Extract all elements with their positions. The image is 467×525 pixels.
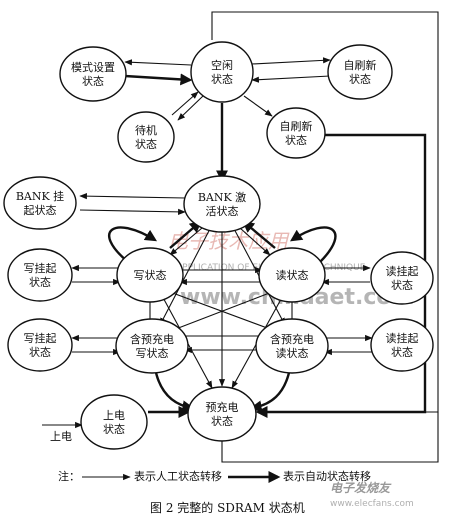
state-standby-label-1: 待机 xyxy=(135,123,157,137)
watermark-logo-url: www.elecfans.com xyxy=(330,499,414,509)
state-read: 读状态 xyxy=(258,247,326,303)
edge-idle-to-standby xyxy=(177,95,204,121)
state-write-suspend-label-1: 写挂起 xyxy=(24,261,57,275)
state-read-suspend2-label-2: 状态 xyxy=(391,345,413,359)
edge-write-loop xyxy=(108,226,158,263)
edge-bankactive-to-suspend xyxy=(79,193,186,200)
power-on-input-label: 上电 xyxy=(50,430,72,443)
edge-read-to-bankactive xyxy=(242,220,276,249)
state-idle-label-1: 空闲 xyxy=(211,58,233,72)
edge-modeset-to-idle xyxy=(124,73,193,86)
state-power-on-label-1: 上电 xyxy=(103,409,125,422)
state-read-suspend-ellipse xyxy=(370,251,434,305)
state-bank-active-ellipse xyxy=(183,175,261,233)
edge-suspend-to-bankactive xyxy=(79,208,186,215)
state-write-precharge-label-1: 含预充电 xyxy=(130,332,174,346)
state-standby-ellipse xyxy=(117,111,175,163)
state-power-on-label-2: 状态 xyxy=(103,422,125,436)
state-write-label-1: 写状态 xyxy=(134,268,167,282)
state-self-refresh-ellipse xyxy=(327,44,393,100)
transition-edges xyxy=(42,11,439,463)
edge-standby-to-idle xyxy=(171,91,199,116)
state-write-suspend2-label-1: 写挂起 xyxy=(24,331,57,345)
state-write-precharge-label-2: 写状态 xyxy=(136,346,169,360)
state-auto-refresh-label-1: 自刷新 xyxy=(280,119,313,133)
state-power-on-ellipse xyxy=(80,394,148,450)
state-idle-label-2: 状态 xyxy=(211,72,233,86)
edge-write-to-rprecharge xyxy=(169,291,279,333)
state-write-suspend-label-2: 状态 xyxy=(29,275,51,289)
state-auto-refresh-ellipse xyxy=(266,107,326,159)
state-standby-label-2: 状态 xyxy=(135,137,157,151)
state-self-refresh-label-1: 自刷新 xyxy=(344,58,377,72)
edge-read-loop xyxy=(289,226,337,263)
state-mode-set-ellipse xyxy=(59,46,127,102)
state-write-suspend-ellipse xyxy=(7,248,73,302)
state-write-suspend2-ellipse xyxy=(7,318,73,372)
state-bank-active-label-2: 活状态 xyxy=(206,204,239,218)
state-read-suspend2-label-1: 读挂起 xyxy=(386,331,419,345)
figure-caption: 图 2 完整的 SDRAM 状态机 xyxy=(150,500,305,515)
state-read-suspend-label-1: 读挂起 xyxy=(386,264,419,278)
legend-auto-label: 表示自动状态转移 xyxy=(283,469,371,483)
edge-rprecharge-to-precharge xyxy=(249,367,292,413)
state-precharge-label-1: 预充电 xyxy=(206,400,239,414)
edge-write-to-bankactive xyxy=(169,220,202,249)
state-bank-suspend-ellipse xyxy=(3,176,77,230)
state-write-ellipse xyxy=(116,247,184,303)
state-read-precharge-ellipse xyxy=(255,318,329,374)
state-idle-ellipse xyxy=(190,41,254,103)
state-write: 写状态 xyxy=(116,247,184,303)
edge-idle-to-autorefresh xyxy=(243,95,273,117)
legend-manual-label: 表示人工状态转移 xyxy=(134,469,222,483)
state-write-suspend2-label-2: 状态 xyxy=(29,345,51,359)
state-bank-active-label-1: BANK 激 xyxy=(198,190,246,204)
state-read-precharge-label-1: 含预充电 xyxy=(270,332,314,346)
state-read-ellipse xyxy=(258,247,326,303)
edge-read-to-wprecharge xyxy=(167,291,273,333)
legend-note: 注： xyxy=(58,469,80,483)
state-auto-refresh-label-2: 状态 xyxy=(285,133,307,147)
edge-idle-to-modeset xyxy=(124,59,192,66)
state-mode-set-label-1: 模式设置 xyxy=(71,61,115,74)
legend: 注： 表示人工状态转移 表示自动状态转移 xyxy=(58,469,371,483)
state-write-precharge-ellipse xyxy=(115,318,189,374)
state-bank-suspend-label-2: 起状态 xyxy=(24,203,57,217)
state-read-suspend2-ellipse xyxy=(370,318,434,372)
edge-precharge-to-idle xyxy=(221,412,439,463)
state-self-refresh-label-2: 状态 xyxy=(349,72,371,86)
edge-idle-to-selfrefresh xyxy=(251,57,331,65)
edge-wprecharge-to-precharge xyxy=(153,367,195,413)
state-precharge-label-2: 状态 xyxy=(211,414,233,428)
state-mode-set-label-2: 状态 xyxy=(82,74,104,88)
state-precharge-ellipse xyxy=(187,386,257,442)
watermark-logo: 电子发烧友 xyxy=(330,481,392,495)
state-read-precharge-label-2: 读状态 xyxy=(276,346,309,360)
edge-selfrefresh-to-idle xyxy=(251,75,331,83)
state-read-label-1: 读状态 xyxy=(276,268,309,282)
state-bank-suspend-label-1: BANK 挂 xyxy=(16,189,64,203)
state-read-suspend-label-2: 状态 xyxy=(391,278,413,292)
